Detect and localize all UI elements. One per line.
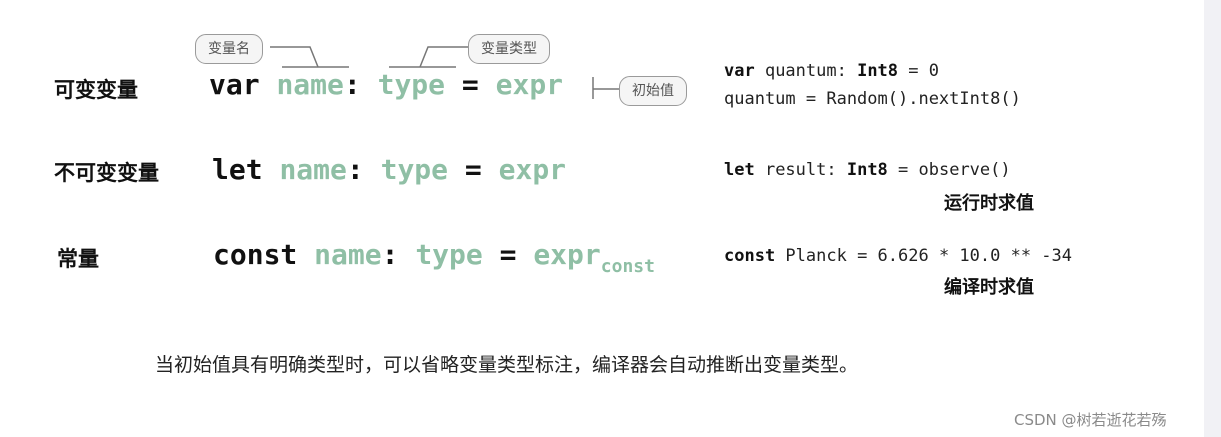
example-keyword: var <box>724 61 755 81</box>
example-type: Int8 <box>857 61 899 81</box>
example-const: const Planck = 6.626 * 10.0 ** -34 <box>724 246 1072 266</box>
example-let: let result: Int8 = observe() <box>724 160 1011 180</box>
placeholder-expr: expr <box>498 153 567 186</box>
placeholder-name: name <box>276 68 344 101</box>
callout-variable-type: 变量类型 <box>468 34 550 64</box>
example-text: = 0 <box>898 61 939 81</box>
keyword-let: let <box>212 153 263 186</box>
row-label-constant: 常量 <box>57 247 99 271</box>
placeholder-type: type <box>380 153 449 186</box>
example-text: = observe() <box>887 160 1011 180</box>
row-label-immutable: 不可变变量 <box>54 161 159 185</box>
colon: : <box>381 238 399 271</box>
callout-initial-value: 初始值 <box>619 76 687 106</box>
colon: : <box>343 68 361 101</box>
syntax-const: const name: type = exprconst <box>213 238 655 277</box>
note-compile-time-eval: 编译时求值 <box>944 277 1034 298</box>
placeholder-name: name <box>279 153 347 186</box>
placeholder-type: type <box>377 68 446 101</box>
caption: 当初始值具有明确类型时，可以省略变量类型标注，编译器会自动推断出变量类型。 <box>155 354 859 376</box>
keyword-const: const <box>213 238 298 271</box>
right-margin-strip <box>1204 0 1221 437</box>
equals-sign: = <box>464 153 482 186</box>
placeholder-expr: expr <box>495 68 564 101</box>
watermark: CSDN @树若逝花若殇 <box>1014 411 1167 429</box>
name-leader <box>270 46 319 68</box>
example-keyword: let <box>724 160 755 180</box>
example-keyword: const <box>724 246 776 266</box>
keyword-var: var <box>209 68 260 101</box>
placeholder-name: name <box>314 238 382 271</box>
syntax-let: let name: type = expr <box>212 153 566 186</box>
row-label-mutable: 可变变量 <box>54 78 138 102</box>
example-text: Planck = 6.626 * 10.0 ** -34 <box>775 246 1072 266</box>
example-var-line1: var quantum: Int8 = 0 <box>724 61 939 81</box>
placeholder-expr: expr <box>533 238 601 271</box>
equals-sign: = <box>499 238 517 271</box>
note-runtime-eval: 运行时求值 <box>944 193 1034 214</box>
placeholder-type: type <box>415 238 483 271</box>
example-var-line2: quantum = Random().nextInt8() <box>724 89 1021 109</box>
subscript-const: const <box>600 256 655 277</box>
type-leader <box>419 46 469 68</box>
example-text: quantum: <box>754 61 858 81</box>
colon: : <box>346 153 364 186</box>
callout-variable-name: 变量名 <box>195 34 263 64</box>
example-type: Int8 <box>846 160 888 180</box>
equals-sign: = <box>461 68 479 101</box>
syntax-var: var name: type = expr <box>209 68 563 101</box>
example-text: result: <box>754 160 847 180</box>
